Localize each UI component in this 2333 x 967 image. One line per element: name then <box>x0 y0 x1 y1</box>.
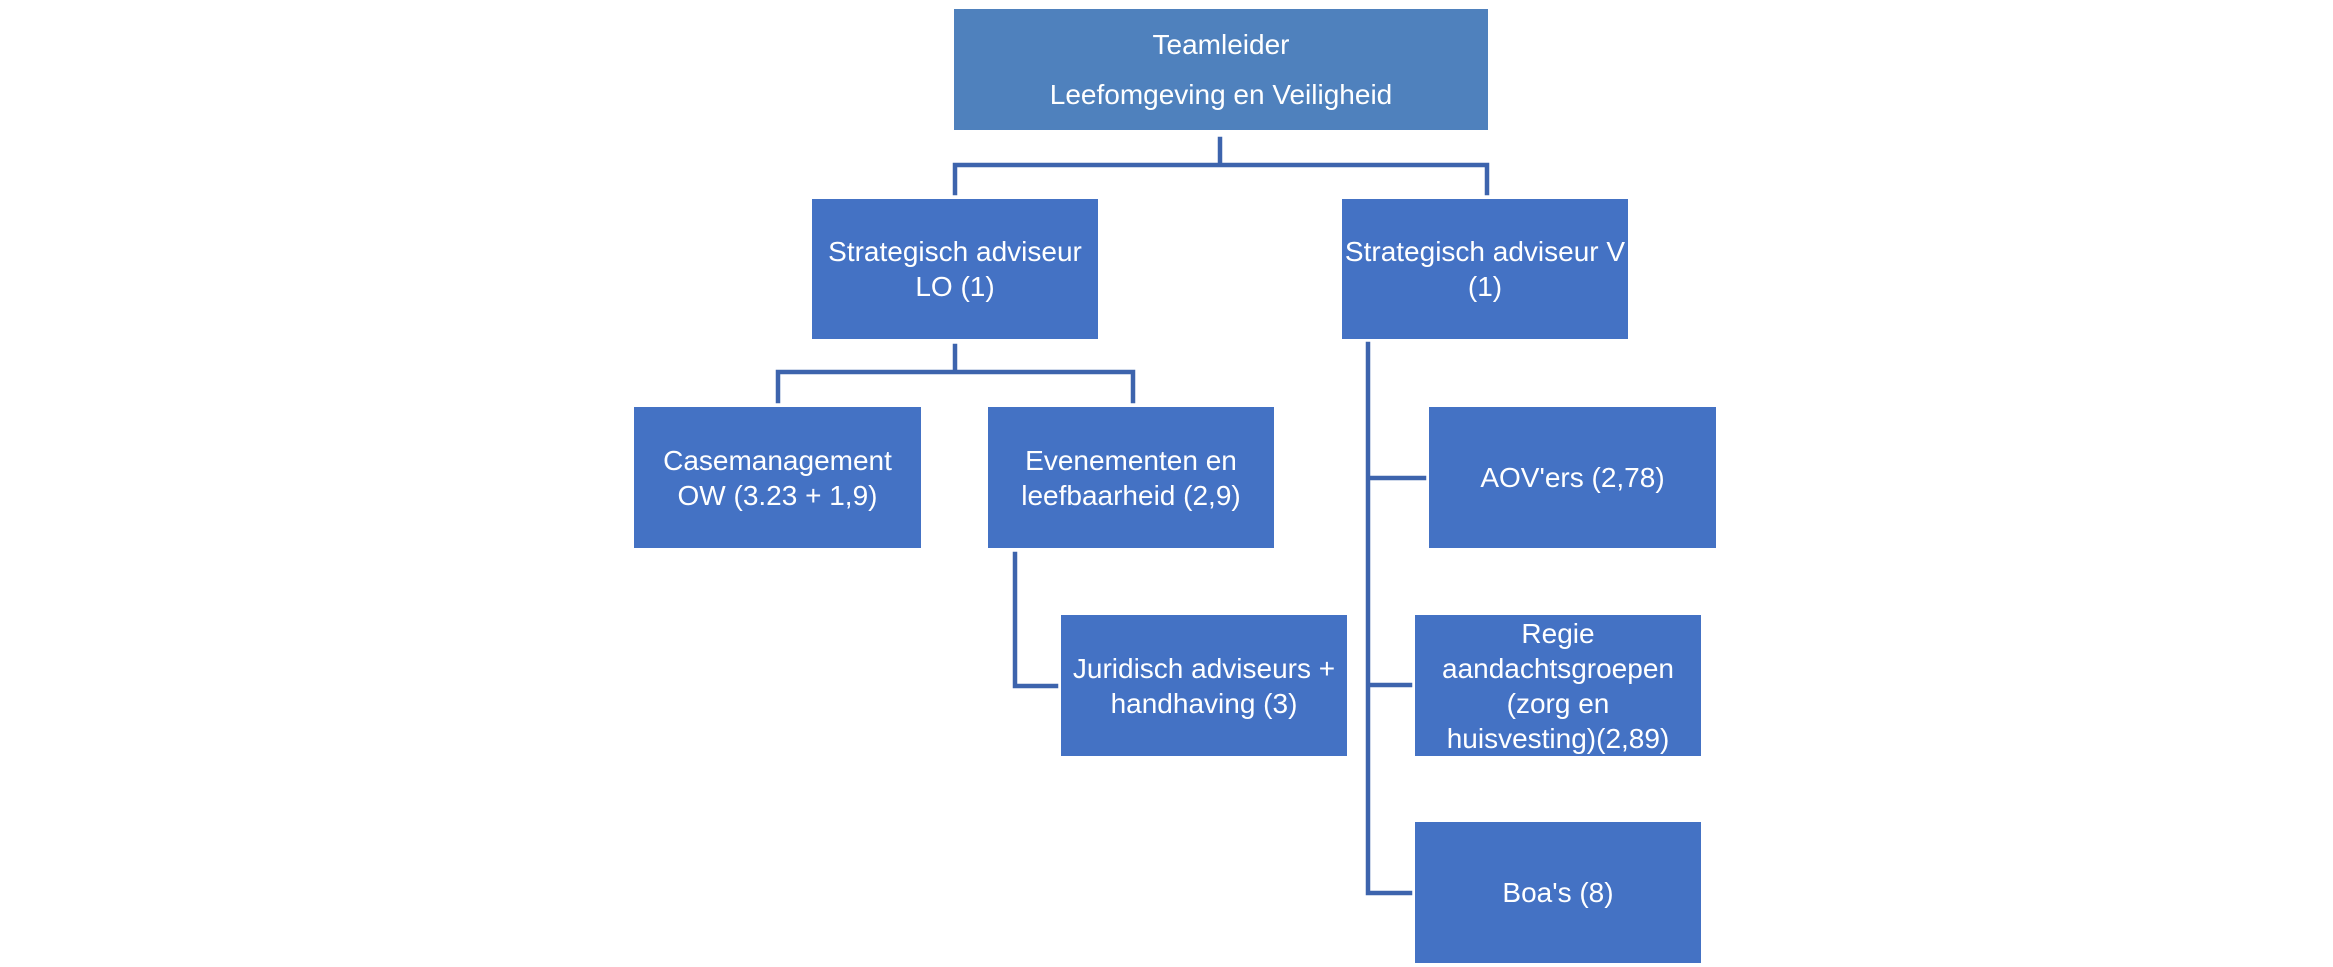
connector-evenementen-to-juridisch <box>1012 551 1059 689</box>
node-label-line: AOV'ers (2,78) <box>1480 462 1665 493</box>
node-label-line: (zorg en <box>1506 687 1610 719</box>
node-label-line: Strategisch adviseur V <box>1344 236 1626 267</box>
node-label-line: OW (3.23 + 1,9) <box>677 479 878 511</box>
node-label-line: Evenementen en <box>1025 444 1237 476</box>
strategisch-adviseur-lo-box: Strategisch adviseur LO (1) <box>812 199 1098 339</box>
evenementen-box: Evenementen en leefbaarheid (2,9) <box>988 407 1274 548</box>
node-label-line: aandachtsgroepen <box>1442 652 1674 684</box>
teamleider-box: Teamleider Leefomgeving en Veiligheid <box>954 9 1488 130</box>
node-label-line: Strategisch adviseur <box>828 236 1082 267</box>
node-label-line: Juridisch adviseurs + <box>1072 652 1336 684</box>
strategisch-adviseur-v-box: Strategisch adviseur V (1) <box>1342 199 1628 339</box>
connector-lines <box>775 136 1490 896</box>
node-label-line: leefbaarheid (2,9) <box>1021 479 1241 511</box>
casemanagement-box: Casemanagement OW (3.23 + 1,9) <box>634 407 921 548</box>
teamleider-subtitle: Leefomgeving en Veiligheid <box>1049 78 1393 110</box>
connector-lo-to-children <box>775 343 1136 404</box>
node-label-line: handhaving (3) <box>1110 687 1298 719</box>
connector-v-to-children <box>1365 341 1427 896</box>
connector-top-to-advisers <box>952 136 1490 196</box>
aovers-box: AOV'ers (2,78) <box>1429 407 1716 548</box>
node-label-line: Regie <box>1521 617 1595 649</box>
node-label-line: huisvesting)(2,89) <box>1446 722 1670 754</box>
node-label-line: LO (1) <box>915 271 995 302</box>
juridisch-adviseurs-box: Juridisch adviseurs + handhaving (3) <box>1061 615 1347 756</box>
boas-box: Boa's (8) <box>1415 822 1701 963</box>
node-label-line: Boa's (8) <box>1502 877 1614 908</box>
node-label-line: (1) <box>1467 271 1503 302</box>
node-label-line: Casemanagement <box>663 444 892 476</box>
regie-aandachtsgroepen-box: Regie aandachtsgroepen (zorg en huisvest… <box>1415 615 1701 756</box>
teamleider-title: Teamleider <box>1152 28 1290 60</box>
